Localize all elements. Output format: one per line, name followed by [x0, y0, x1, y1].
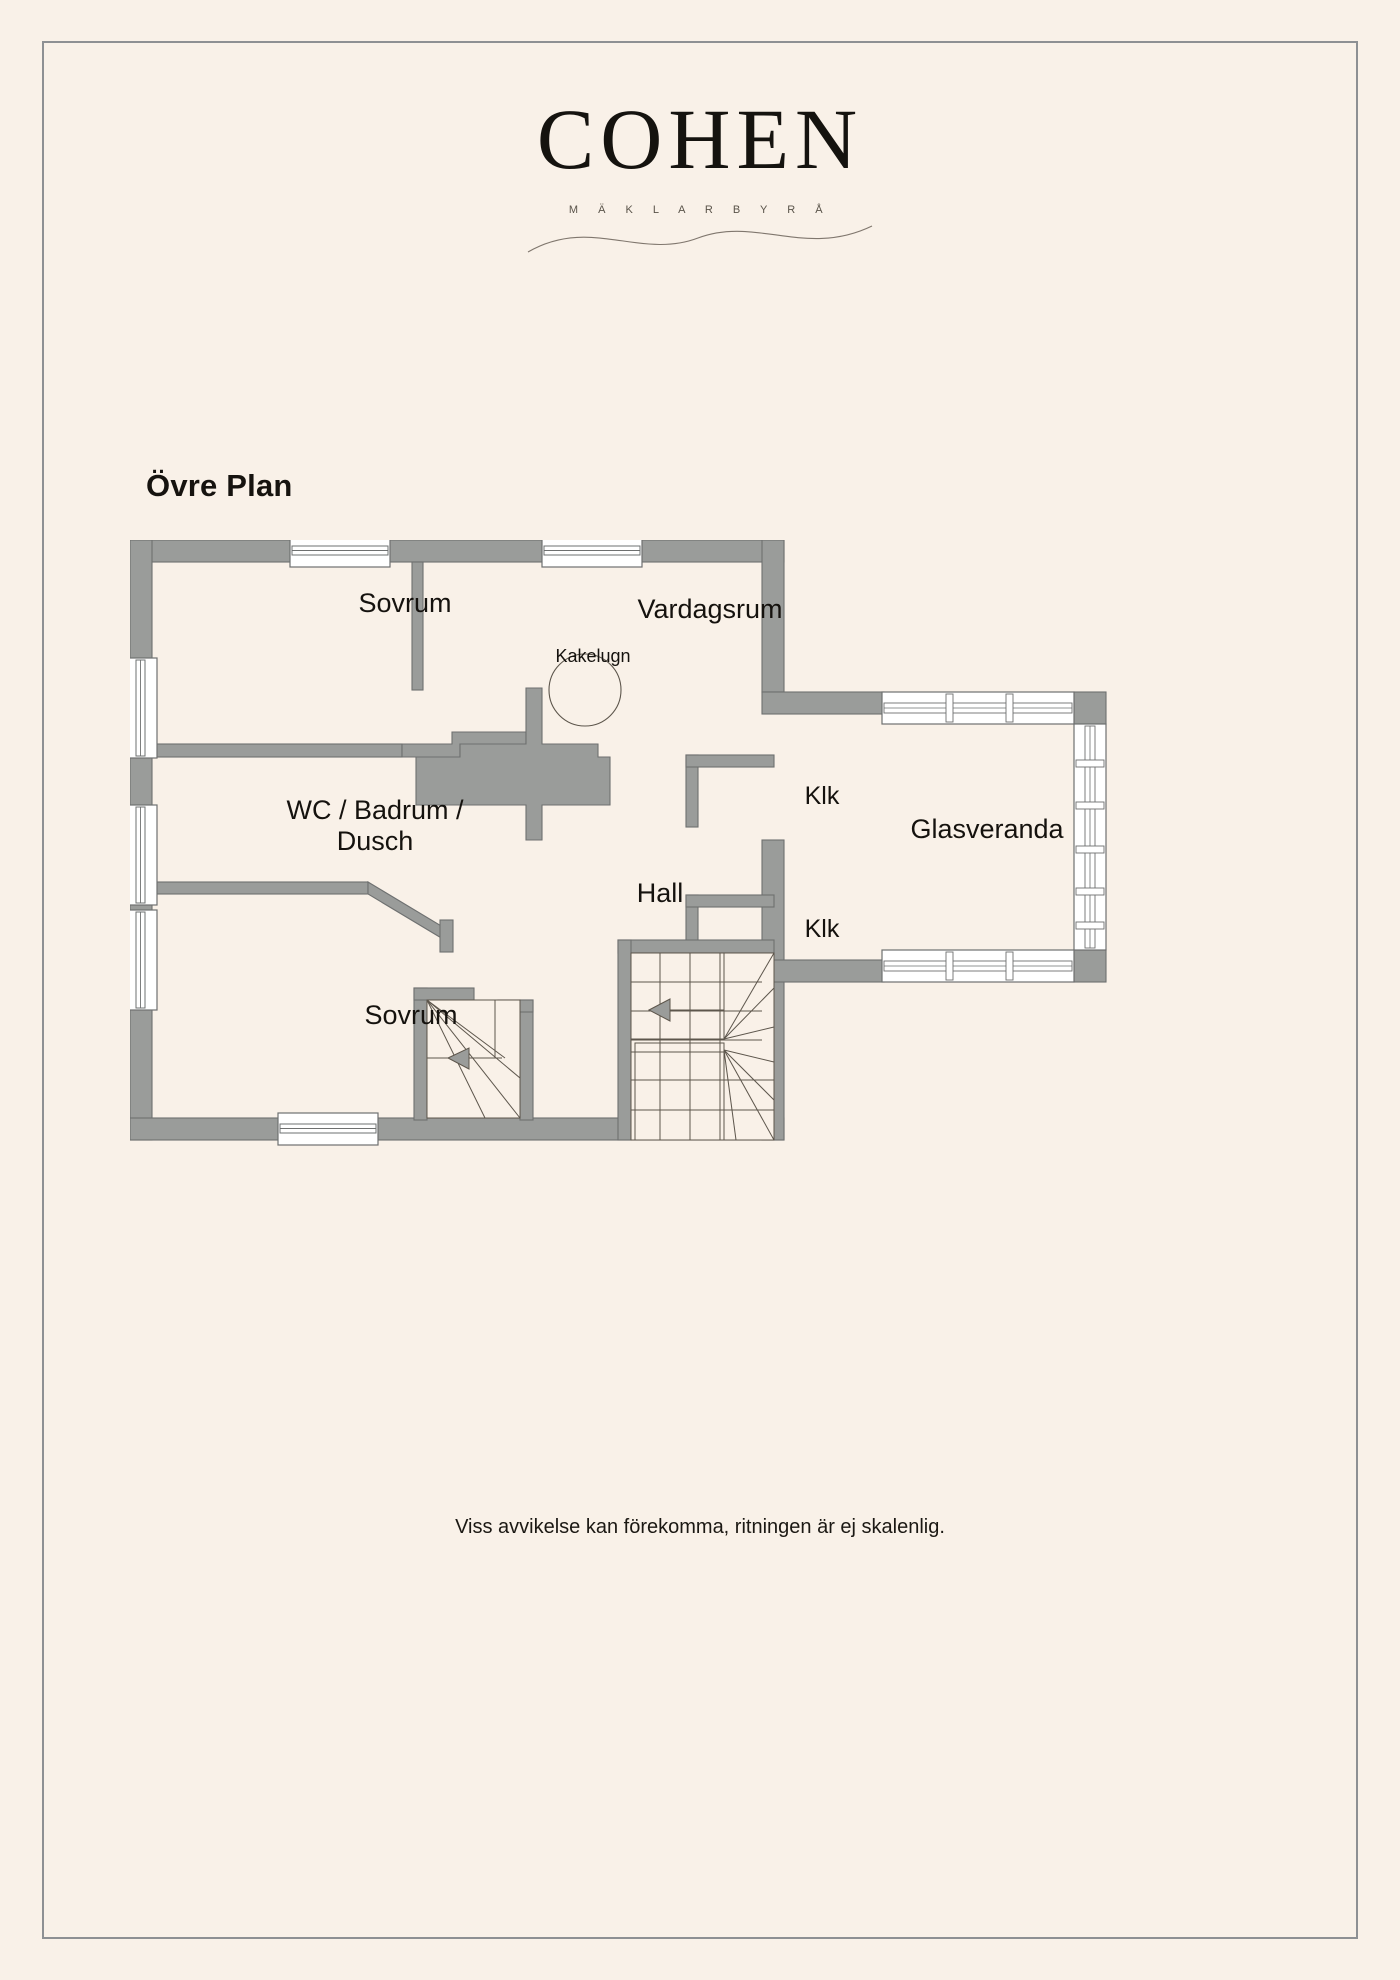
staircase-main: [630, 952, 775, 1141]
room-labels: Sovrum Vardagsrum Kakelugn WC / Badrum /…: [286, 588, 1064, 1030]
stair-direction-arrow-secondary: [446, 1047, 502, 1070]
room-label-glasveranda: Glasveranda: [910, 814, 1064, 844]
room-label-kakelugn: Kakelugn: [555, 646, 630, 666]
window-left-lower: [130, 909, 158, 1011]
disclaimer-note: Viss avvikelse kan förekomma, ritningen …: [455, 1516, 945, 1538]
room-label-sovrum-bottom: Sovrum: [364, 1000, 457, 1030]
brand-header: COHEN M Ä K L A R B Y R Å: [0, 91, 1400, 253]
room-label-wc-badrum-line2: Dusch: [337, 826, 414, 856]
brand-tagline: M Ä K L A R B Y R Å: [568, 204, 832, 216]
room-label-sovrum-top: Sovrum: [358, 588, 451, 618]
kakelugn-stove: [548, 653, 622, 727]
stair-direction-arrow-main: [647, 998, 724, 1022]
window-top-right: [541, 540, 643, 568]
veranda-window-top: [881, 691, 1075, 725]
window-top-left: [289, 540, 391, 568]
page-title: Övre Plan: [146, 468, 293, 503]
room-label-klk-upper: Klk: [805, 782, 840, 810]
room-label-hall: Hall: [637, 878, 684, 908]
floorplan-drawing: Sovrum Vardagsrum Kakelugn WC / Badrum /…: [130, 540, 1250, 1180]
floorplan-svg: Sovrum Vardagsrum Kakelugn WC / Badrum /…: [130, 540, 1130, 1146]
glasveranda-structure: [881, 691, 1107, 983]
brand-logo-wordmark: COHEN: [536, 91, 864, 187]
veranda-window-bottom: [881, 949, 1075, 983]
brand-swash-flourish: [527, 225, 873, 253]
room-label-klk-lower: Klk: [805, 915, 840, 943]
window-bottom: [277, 1112, 379, 1146]
room-label-vardagsrum: Vardagsrum: [637, 594, 782, 624]
veranda-window-right: [1073, 723, 1107, 951]
staircase-secondary: [426, 999, 521, 1119]
window-left-middle: [130, 804, 158, 906]
interior-walls: [151, 561, 775, 1141]
room-label-wc-badrum-line1: WC / Badrum /: [286, 795, 464, 825]
window-left-upper: [130, 657, 158, 759]
